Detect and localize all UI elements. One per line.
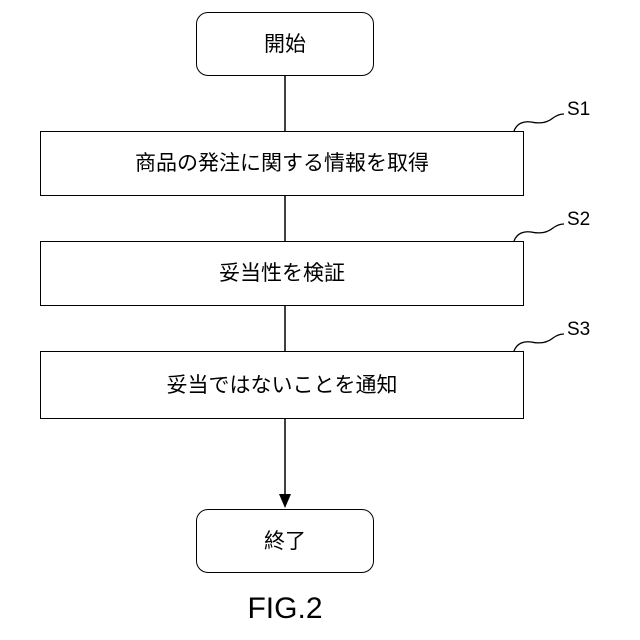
leader-line-s3 — [514, 334, 564, 351]
step-id-s3: S3 — [567, 320, 590, 339]
step-id-s1: S1 — [567, 100, 590, 119]
step-s3-label: 妥当ではないことを通知 — [167, 375, 398, 396]
step-id-s2: S2 — [567, 210, 590, 229]
leader-line-s2 — [514, 224, 564, 241]
step-s1-label: 商品の発注に関する情報を取得 — [135, 153, 429, 174]
end-label: 終了 — [264, 531, 306, 552]
start-label: 開始 — [264, 34, 306, 55]
process-step-s3: 妥当ではないことを通知 — [40, 351, 524, 419]
step-s2-label: 妥当性を検証 — [219, 263, 345, 284]
figure-caption: FIG.2 — [0, 594, 570, 624]
leader-line-s1 — [514, 114, 564, 131]
arrowhead-down — [279, 494, 291, 508]
end-terminal: 終了 — [196, 509, 374, 573]
start-terminal: 開始 — [196, 12, 374, 76]
process-step-s1: 商品の発注に関する情報を取得 — [40, 131, 524, 196]
process-step-s2: 妥当性を検証 — [40, 241, 524, 306]
